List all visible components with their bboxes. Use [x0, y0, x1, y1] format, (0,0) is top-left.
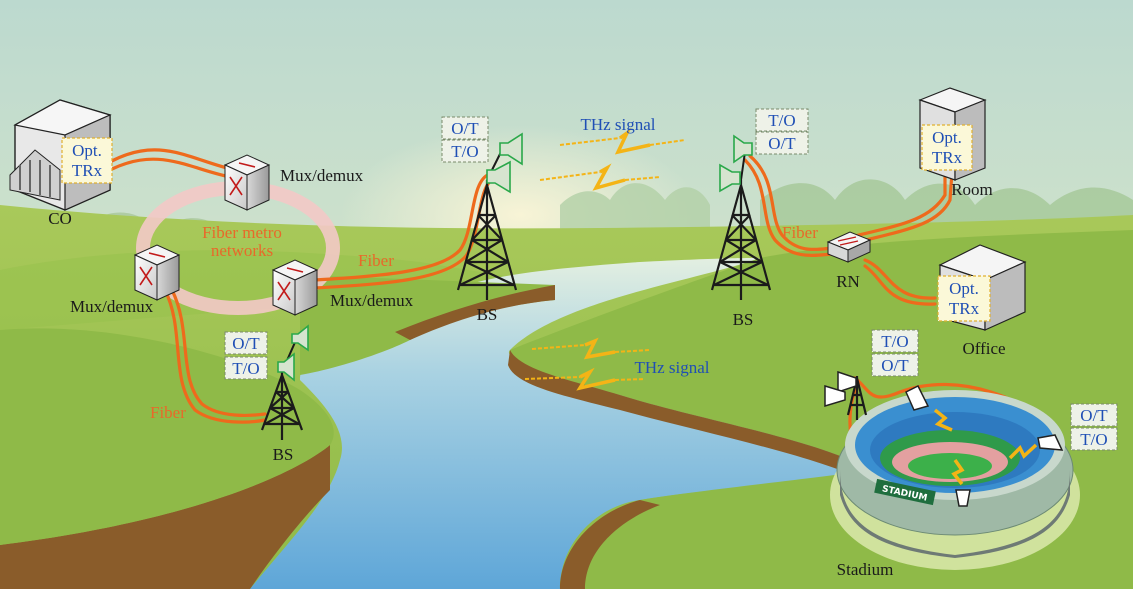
stadium-thz-bolt-1-icon — [933, 408, 953, 432]
bs-lower-tag-top: O/T — [232, 334, 260, 353]
fiber-rn-to-room — [853, 170, 954, 244]
bs-lower-tag-bottom-box — [224, 356, 268, 380]
bs-right-tower-icon — [710, 151, 772, 300]
bs-center-horn-bottom-icon — [486, 160, 511, 194]
fiber-mux-to-bs-lower — [163, 288, 267, 424]
fiber-rn-to-office — [863, 258, 937, 306]
thz-signal-middle-icon — [524, 337, 651, 391]
bs-center-label: BS — [477, 305, 498, 324]
bs-center-tag-top: O/T — [451, 119, 479, 138]
stadium-horn-seat-icon — [905, 384, 930, 411]
thz-signal-top-label: THz signal — [580, 115, 655, 134]
stadium-tag-left-top: T/O — [881, 332, 908, 351]
stadium-label: Stadium — [837, 560, 894, 579]
stadium-horn-right-icon — [1037, 434, 1064, 451]
co-trx-line2: TRx — [72, 161, 103, 180]
fiber-label-lower: Fiber — [150, 403, 186, 422]
co-opt-trx-box — [61, 137, 113, 184]
ring-label-line2: networks — [211, 241, 273, 260]
bs-lower-tag-top-box — [224, 331, 268, 355]
upper-left-bank-edge — [395, 285, 555, 340]
stadium-tag-left-bottom: O/T — [881, 356, 909, 375]
stadium-horn-top-icon — [837, 370, 857, 394]
distant-hills-center — [560, 183, 710, 230]
bs-lower-label: BS — [273, 445, 294, 464]
lower-right-bank-edge — [560, 500, 660, 589]
bs-lower-horn-bottom-icon — [277, 352, 295, 382]
left-riverbank-grass — [0, 328, 334, 545]
stadium-thz-bolt-3-icon — [951, 458, 965, 486]
stadium-thz-bolt-2-icon — [1008, 443, 1038, 460]
room-trx-line1: Opt. — [932, 128, 962, 147]
bs-right-tag-bottom: O/T — [768, 134, 796, 153]
bs-right-horn-top-icon — [733, 134, 753, 164]
fiber-label-center: Fiber — [358, 251, 394, 270]
co-label: CO — [48, 209, 72, 228]
office-trx-line2: TRx — [949, 299, 980, 318]
mux-top-label: Mux/demux — [280, 166, 364, 185]
ring-label-line1: Fiber metro — [202, 223, 282, 242]
office-opt-trx-box — [937, 275, 991, 322]
fiber-bs-right-to-rn — [743, 154, 837, 258]
office-label: Office — [962, 339, 1005, 358]
bs-right-horn-bottom-icon — [719, 163, 741, 193]
stadium-tag-left-top-box — [871, 329, 919, 353]
bs-right-tag-top-box — [755, 108, 809, 132]
right-riverbank-edge — [508, 350, 870, 478]
room-opt-trx-box — [921, 124, 973, 171]
stadium-horn-bottom-icon — [955, 489, 971, 507]
co-trx-line1: Opt. — [72, 141, 102, 160]
stadium-tag-left-bottom-box — [871, 353, 919, 377]
mux-right-label: Mux/demux — [330, 291, 414, 310]
mux-demux-right-icon — [271, 259, 319, 316]
rn-label: RN — [836, 272, 860, 291]
office-trx-line1: Opt. — [949, 279, 979, 298]
room-label: Room — [951, 180, 993, 199]
stadium-horn-left-icon — [824, 384, 846, 408]
bs-center-horn-top-icon — [499, 132, 523, 166]
bs-center-tag-bottom: T/O — [451, 142, 478, 161]
fiber-co-to-mux — [108, 148, 237, 180]
bs-right-tag-top: T/O — [768, 111, 795, 130]
mux-left-label: Mux/demux — [70, 297, 154, 316]
thz-signal-top-icon — [539, 127, 686, 191]
rn-switch-icon — [826, 231, 872, 263]
left-riverbank-soil — [0, 330, 330, 589]
mux-demux-top-icon — [223, 154, 271, 211]
bs-right-label: BS — [733, 310, 754, 329]
stadium-tag-right-top-box — [1070, 403, 1118, 427]
bs-center-tag-top-box — [441, 116, 489, 140]
bs-lower-tag-bottom: T/O — [232, 359, 259, 378]
bs-center-tag-bottom-box — [441, 139, 489, 163]
stadium-tag-right-bottom-box — [1070, 427, 1118, 451]
thz-signal-middle-label: THz signal — [634, 358, 709, 377]
stadium-tag-right-bottom: T/O — [1080, 430, 1107, 449]
stadium-icon — [830, 390, 1080, 570]
room-trx-line2: TRx — [932, 148, 963, 167]
fiber-label-right: Fiber — [782, 223, 818, 242]
stadium-tag-right-top: O/T — [1080, 406, 1108, 425]
bs-lower-horn-top-icon — [291, 324, 309, 352]
bs-right-tag-bottom-box — [755, 131, 809, 155]
mux-demux-left-icon — [133, 244, 181, 301]
